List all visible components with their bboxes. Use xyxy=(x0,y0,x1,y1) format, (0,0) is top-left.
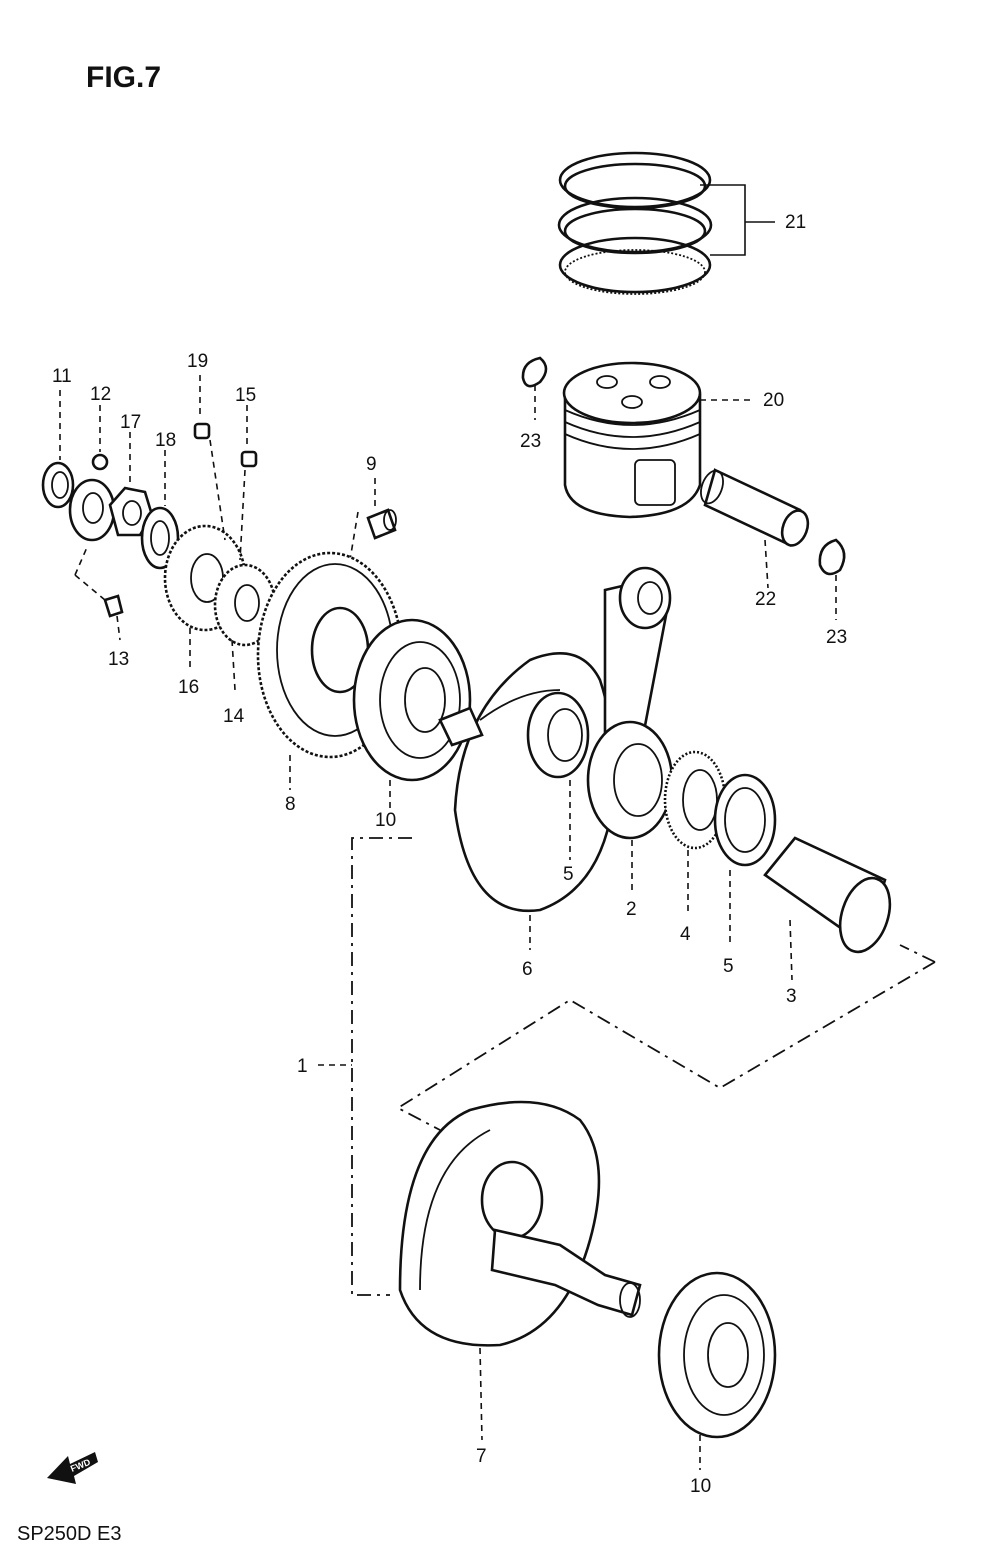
piston-pin-circlip-right xyxy=(818,538,846,576)
model-code: SP250D E3 xyxy=(17,1523,122,1545)
callout-18: 18 xyxy=(155,430,176,451)
callout-19: 19 xyxy=(187,351,208,372)
callout-12: 12 xyxy=(90,384,111,405)
callout-8: 8 xyxy=(285,794,296,815)
piston-pin-circlip-top xyxy=(521,356,548,388)
crankshaft-bearing-right xyxy=(657,1271,777,1439)
callout-16: 16 xyxy=(178,677,199,698)
crankshaft-bearing-left xyxy=(352,618,472,782)
crank-pin xyxy=(763,836,892,954)
crankshaft-left-web xyxy=(398,1100,642,1347)
callout-23-top: 23 xyxy=(520,431,541,452)
dowel-pin xyxy=(366,508,397,540)
forward-direction-arrow-icon: FWD xyxy=(47,1452,98,1484)
callout-4: 4 xyxy=(680,924,691,945)
piston-pin xyxy=(700,468,810,547)
callout-11: 11 xyxy=(52,366,72,387)
callout-5-right: 5 xyxy=(723,956,734,977)
thrust-washer xyxy=(713,773,777,867)
callout-7: 7 xyxy=(476,1446,487,1467)
callout-3: 3 xyxy=(786,986,797,1007)
callout-9: 9 xyxy=(366,454,377,475)
piston xyxy=(562,361,702,519)
piston-ring-set xyxy=(557,151,775,295)
callout-6: 6 xyxy=(522,959,533,980)
callout-10-bottom: 10 xyxy=(690,1476,711,1497)
callout-5-left: 5 xyxy=(563,864,574,885)
callout-21: 21 xyxy=(785,212,806,233)
figure-title: FIG.7 xyxy=(86,61,161,94)
bolt xyxy=(103,594,124,618)
callout-1: 1 xyxy=(297,1056,308,1077)
gear-key xyxy=(240,450,258,468)
callout-15: 15 xyxy=(235,385,256,406)
callout-22: 22 xyxy=(755,589,776,610)
oil-seal xyxy=(41,461,75,509)
lock-washer-plate xyxy=(68,453,116,542)
callout-23-right: 23 xyxy=(826,627,847,648)
connecting-rod xyxy=(586,566,674,840)
callout-20: 20 xyxy=(763,390,784,411)
woodruff-key xyxy=(193,422,211,440)
callout-2: 2 xyxy=(626,899,637,920)
callout-13: 13 xyxy=(108,649,129,670)
callout-17: 17 xyxy=(120,412,141,433)
callout-14: 14 xyxy=(223,706,245,727)
callout-10-top: 10 xyxy=(375,810,396,831)
assembly-bracket xyxy=(351,837,412,1296)
crankshaft-right-web xyxy=(438,652,615,913)
